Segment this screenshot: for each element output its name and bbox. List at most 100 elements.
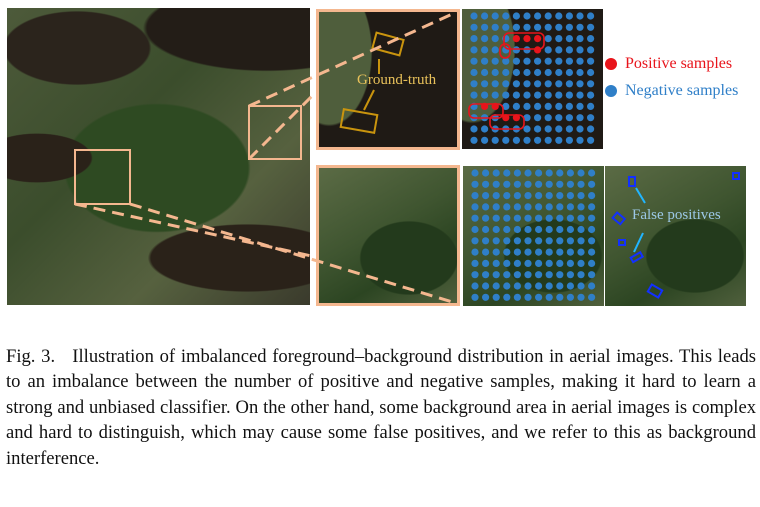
negative-sample-dot (576, 80, 584, 88)
negative-sample-dot (523, 68, 531, 77)
negative-sample-dot (545, 169, 553, 177)
sample-grid-bottom (463, 166, 604, 306)
positive-sample-dot (534, 46, 542, 54)
negative-sample-dot (555, 68, 563, 77)
negative-sample-dot (513, 225, 521, 234)
negative-sample-dot (534, 102, 542, 110)
negative-sample-dot (565, 91, 573, 99)
negative-sample-dot (577, 293, 585, 301)
false-positive-panel: False positives (605, 166, 746, 306)
negative-sample-dot (524, 225, 532, 234)
negative-sample-dot (470, 35, 478, 43)
negative-sample-dot (566, 203, 574, 211)
negative-sample-dot (577, 214, 585, 222)
negative-sample-dot (566, 248, 574, 256)
negative-sample-dot (577, 282, 585, 290)
negative-sample-dot (471, 192, 479, 200)
negative-sample-dot (565, 68, 573, 77)
positive-sample-dot (512, 35, 520, 43)
negative-sample-dot (587, 12, 595, 20)
negative-sample-dot (491, 57, 499, 65)
negative-sample-dot (576, 102, 584, 110)
legend-item-negative: Negative samples (605, 77, 755, 104)
negative-sample-dot (471, 237, 479, 245)
negative-sample-dot (545, 248, 553, 256)
negative-sample-dot (503, 192, 511, 200)
negative-sample-dot (534, 114, 542, 122)
negative-sample-dot (491, 91, 499, 99)
negative-sample-dot (545, 282, 553, 290)
negative-sample-dot (556, 225, 564, 234)
negative-sample-dot (576, 68, 584, 77)
negative-sample-dot (512, 68, 520, 77)
negative-sample-dot (513, 259, 521, 267)
negative-sample-dot (555, 46, 563, 54)
negative-sample-dot (565, 125, 573, 133)
false-positive-box (628, 176, 636, 187)
negative-sample-dot (556, 192, 564, 200)
negative-sample-dot (545, 271, 553, 279)
negative-sample-dot (555, 114, 563, 122)
negative-sample-dot (491, 35, 499, 43)
negative-sample-dot (503, 180, 511, 188)
legend-item-positive: Positive samples (605, 50, 755, 77)
negative-sample-dot (482, 180, 490, 188)
negative-sample-dot (502, 57, 510, 65)
negative-sample-dot (503, 259, 511, 267)
negative-sample-dot (587, 46, 595, 54)
negative-sample-dot (544, 136, 552, 144)
blue-dot-icon (605, 84, 617, 97)
negative-sample-dot (512, 80, 520, 88)
negative-sample-dot (535, 237, 543, 245)
negative-sample-dot (470, 23, 478, 31)
negative-sample-dot (555, 12, 563, 20)
negative-sample-dot (512, 46, 520, 54)
negative-sample-dot (513, 248, 521, 256)
negative-sample-dot (524, 169, 532, 177)
negative-sample-dot (566, 169, 574, 177)
negative-sample-dot (524, 192, 532, 200)
caption-label: Fig. 3. (6, 346, 56, 367)
negative-sample-dot (544, 23, 552, 31)
negative-sample-dot (587, 136, 595, 144)
positive-sample-dot (512, 114, 520, 122)
negative-sample-dot (482, 271, 490, 279)
negative-sample-dot (534, 136, 542, 144)
negative-sample-dot (587, 114, 595, 122)
negative-sample-dot (470, 136, 478, 144)
negative-sample-dot (503, 237, 511, 245)
negative-sample-dot (556, 259, 564, 267)
positive-sample-dot (534, 35, 542, 43)
positive-region-outline (468, 103, 504, 119)
negative-sample-dot (503, 214, 511, 222)
negative-sample-dot (471, 282, 479, 290)
negative-sample-dot (523, 91, 531, 99)
negative-sample-dot (545, 180, 553, 188)
negative-sample-dot (534, 57, 542, 65)
negative-sample-dot (482, 293, 490, 301)
negative-sample-dot (482, 203, 490, 211)
negative-sample-dot (513, 214, 521, 222)
negative-sample-dot (513, 180, 521, 188)
negative-sample-dot (565, 23, 573, 31)
negative-sample-dot (492, 180, 500, 188)
negative-sample-dot (492, 282, 500, 290)
negative-sample-dot (556, 214, 564, 222)
negative-sample-dot (481, 80, 489, 88)
negative-sample-dot (503, 169, 511, 177)
negative-sample-dot (577, 169, 585, 177)
negative-sample-dot (470, 12, 478, 20)
negative-sample-dot (565, 12, 573, 20)
negative-sample-dot (535, 192, 543, 200)
negative-sample-dot (555, 102, 563, 110)
negative-sample-dot (587, 125, 595, 133)
ground-truth-box (371, 31, 405, 57)
negative-sample-dot (523, 136, 531, 144)
negative-sample-dot (492, 259, 500, 267)
negative-sample-dot (588, 271, 596, 279)
negative-sample-dot (491, 23, 499, 31)
negative-sample-dot (556, 169, 564, 177)
negative-sample-dot (523, 80, 531, 88)
negative-sample-dot (524, 282, 532, 290)
negative-sample-dot (565, 57, 573, 65)
